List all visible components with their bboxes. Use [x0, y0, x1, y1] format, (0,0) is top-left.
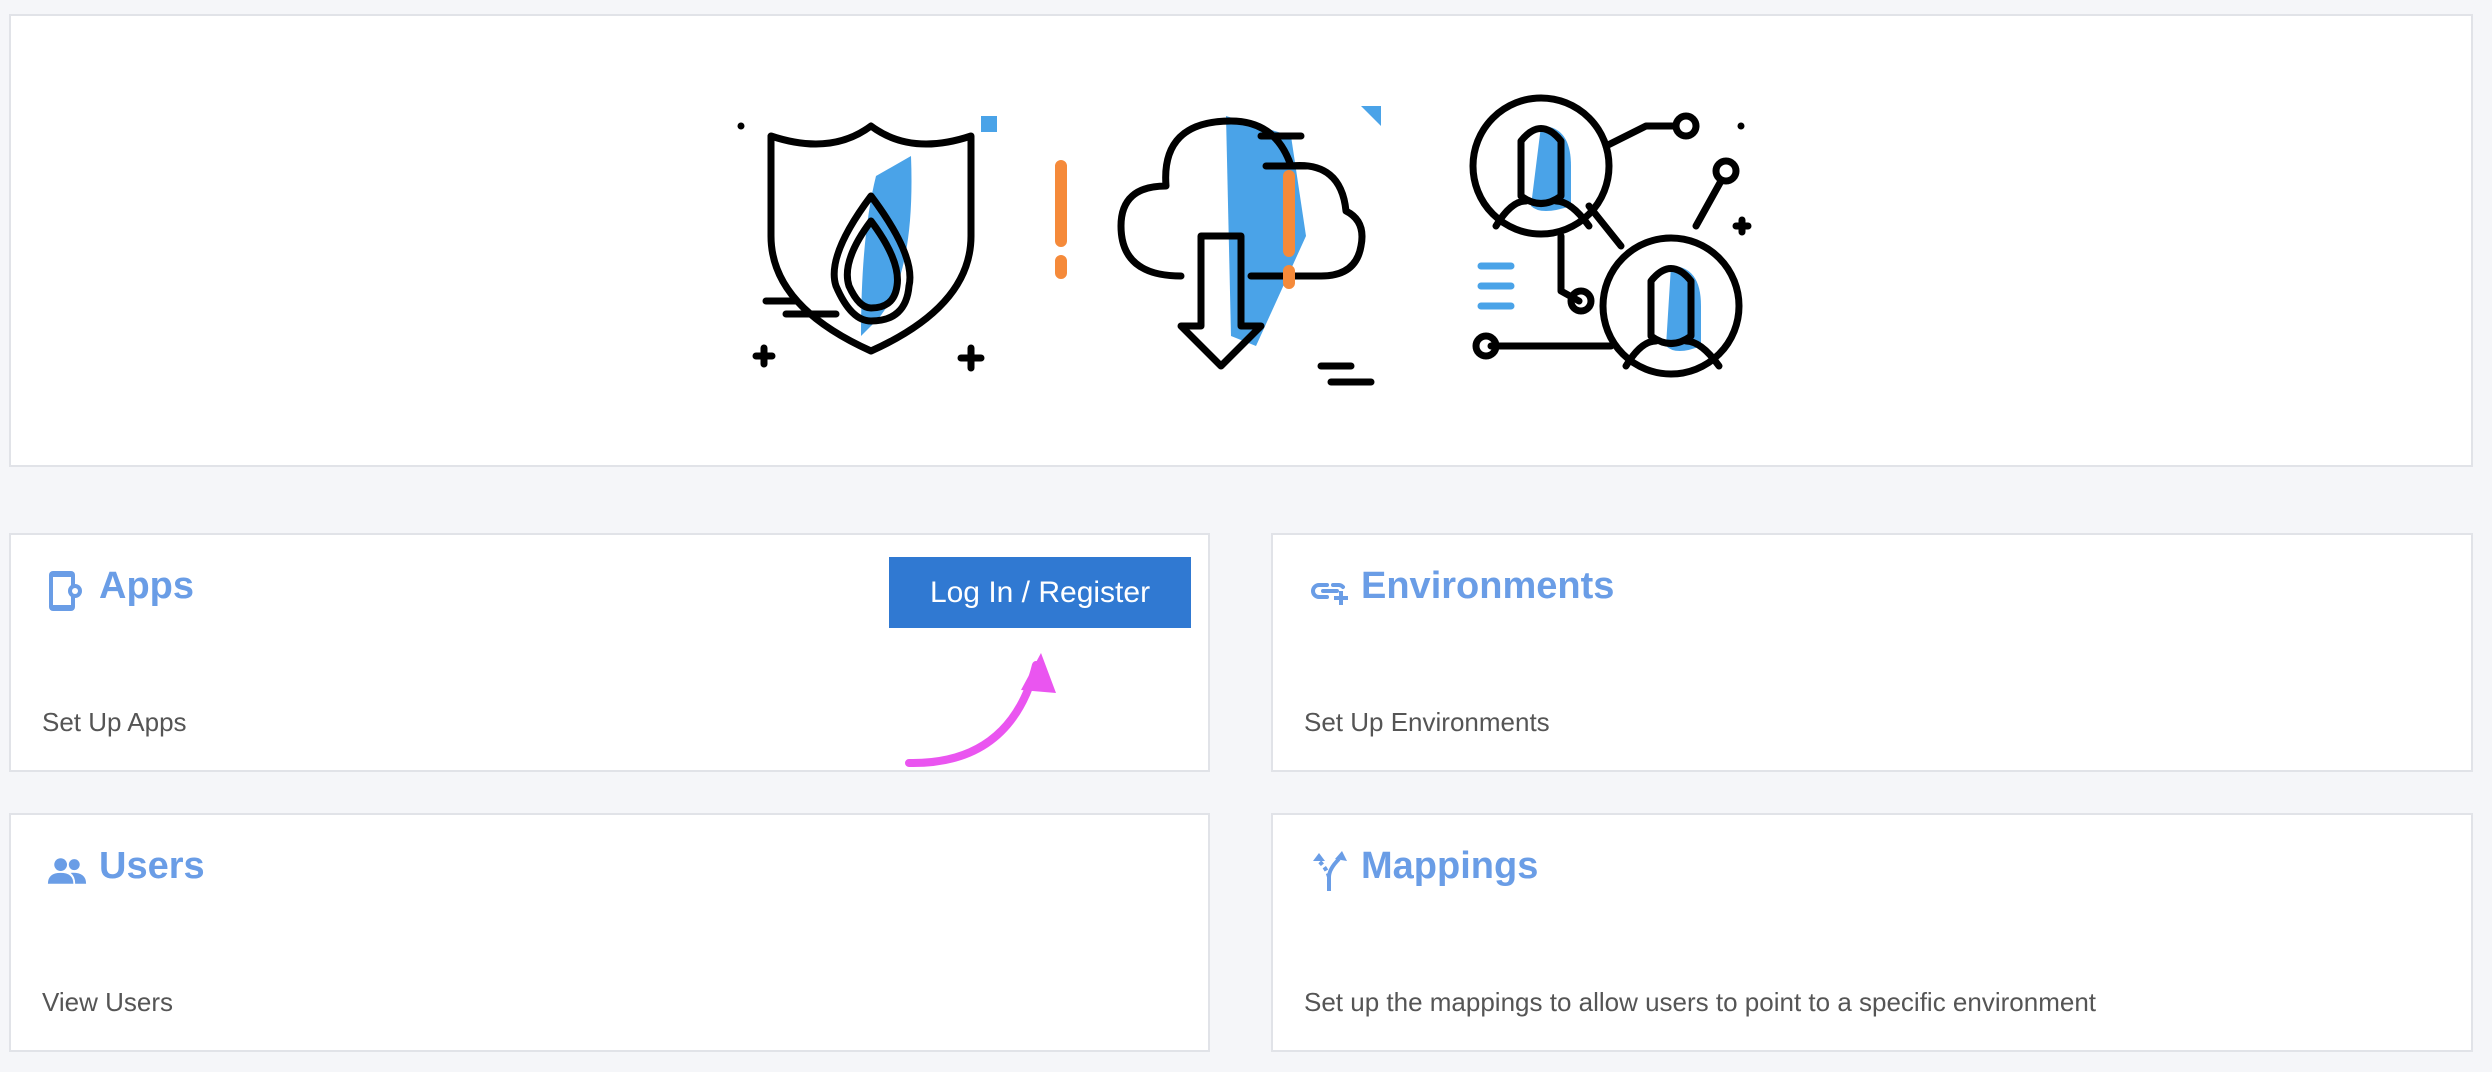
environments-card[interactable]: Environments Set Up Environments: [1271, 533, 2473, 772]
annotation-arrow-icon: [905, 653, 1056, 768]
users-icon: [47, 858, 87, 884]
login-register-button[interactable]: Log In / Register: [889, 557, 1191, 628]
card-title: Mappings: [1361, 845, 1539, 887]
banner: [9, 14, 2473, 467]
card-title: Apps: [99, 565, 194, 607]
link-add-icon: [1311, 583, 1348, 605]
card-title: Users: [99, 845, 205, 887]
shield-drop-icon: [737, 116, 1067, 372]
app-settings-icon: [49, 571, 82, 611]
card-title: Environments: [1361, 565, 1615, 607]
card-subtitle[interactable]: Set Up Environments: [1304, 707, 1550, 737]
card-subtitle[interactable]: Set Up Apps: [42, 707, 187, 737]
fork-arrows-icon: [1313, 851, 1347, 891]
mappings-card[interactable]: Mappings Set up the mappings to allow us…: [1271, 813, 2473, 1052]
users-card[interactable]: Users View Users: [9, 813, 1210, 1052]
apps-card[interactable]: Apps Set Up Apps Log In / Register: [9, 533, 1210, 772]
banner-illustration: [737, 94, 1752, 386]
card-subtitle[interactable]: View Users: [42, 987, 174, 1017]
cloud-download-icon: [1117, 106, 1381, 386]
user-network-icon: [1469, 94, 1752, 378]
card-subtitle[interactable]: Set up the mappings to allow users to po…: [1304, 987, 2096, 1017]
